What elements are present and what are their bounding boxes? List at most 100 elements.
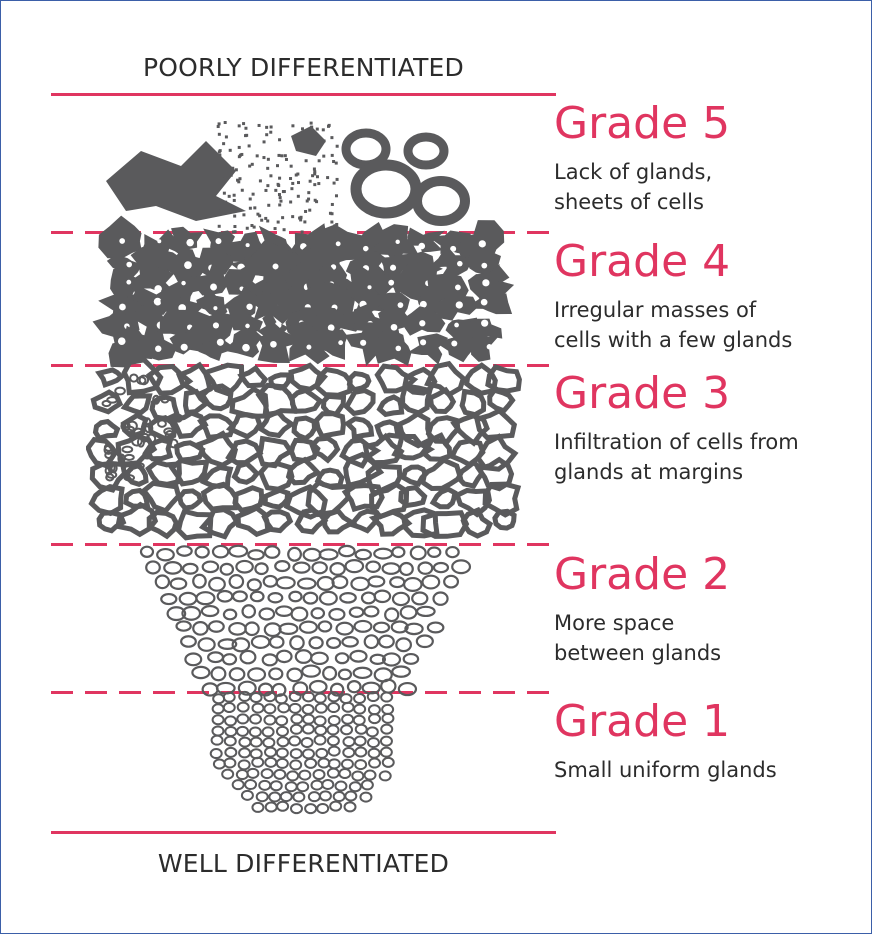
tissue-shape [277,577,295,588]
tissue-shape [252,758,263,767]
tissue-shape [290,760,301,769]
tissue-shape [213,322,219,328]
grade-2-block: Grade 2 More space between glands [554,550,872,668]
tissue-shape [246,227,249,230]
tissue-shape [263,727,274,736]
tissue-shape [314,199,317,202]
tissue-shape [185,653,201,665]
tissue-shape [305,804,316,813]
tissue-shape [393,593,409,605]
tissue-shape [217,683,235,694]
tissue-shape [345,792,356,801]
grade-3-title: Grade 3 [554,369,872,419]
tissue-shape [356,550,371,559]
tissue-shape [250,727,261,736]
tissue-shape [369,759,380,768]
tissue-shape [274,770,285,779]
tissue-shape [277,759,288,768]
tissue-shape [302,738,313,747]
tissue-shape [417,607,435,616]
tissue-shape [255,563,267,574]
tissue-shape [281,216,284,219]
tissue-shape [362,780,373,789]
tissue-shape [418,243,425,250]
tissue-shape [277,802,288,811]
tissue-shape [266,167,269,170]
tissue-shape [481,263,487,269]
tissue-shape [274,227,277,230]
tissue-shape [316,704,327,713]
tissue-shape [417,181,465,221]
tissue-shape [193,575,206,588]
tissue-shape [351,578,369,590]
tissue-shape [181,281,185,285]
tissue-shape [239,760,250,769]
grade-5-title: Grade 5 [554,99,872,149]
tissue-shape [315,694,326,703]
tissue-shape [337,623,353,635]
tissue-shape [316,749,327,758]
tissue-shape [284,154,287,157]
tissue-shape [329,747,340,756]
tissue-shape [253,226,256,229]
tissue-shape [235,168,238,171]
tissue-shape [379,636,394,648]
tissue-shape [291,182,294,185]
tissue-shape [223,654,236,664]
tissue-shape [224,165,227,168]
tissue-shape [246,304,252,310]
tissue-shape [304,593,318,604]
grade-4-description: Irregular masses of cells with a few gla… [554,295,872,355]
tissue-shape [233,194,236,197]
tissue-shape [343,737,354,746]
tissue-shape [264,716,275,725]
tissue-shape [242,213,245,216]
tissue-shape [224,758,235,767]
tissue-shape [292,391,320,412]
tissue-shape [266,184,269,187]
tissue-shape [462,392,484,415]
tissue-shape [239,748,250,757]
tissue-shape [444,576,458,588]
tissue-shape [451,340,457,346]
tissue-shape [310,637,323,648]
tissue-shape [213,694,224,703]
tissue-shape [381,693,392,702]
tissue-shape [212,667,226,680]
tissue-shape [288,548,301,561]
tissue-shape [155,345,161,351]
tissue-shape [318,159,321,162]
tissue-shape [296,173,299,176]
tissue-shape [375,591,391,602]
tissue-shape [217,125,220,128]
tissue-shape [237,727,248,736]
tissue-shape [278,203,281,206]
tissue-shape [161,594,176,604]
tissue-shape [222,142,225,145]
tissue-shape [224,703,235,712]
tissue-shape [303,749,314,758]
tissue-shape [404,578,421,591]
tissue-shape [355,621,372,632]
tissue-shape [412,593,427,605]
tissue-shape [276,164,279,167]
tissue-shape [99,216,141,257]
tissue-shape [349,374,368,390]
tissue-shape [339,546,354,556]
tissue-shape [454,323,459,328]
tissue-shape [400,563,413,575]
tissue-shape [392,666,410,676]
tissue-shape [245,324,250,329]
grade-3-description: Infiltration of cells from glands at mar… [554,427,872,487]
tissue-shape [317,804,328,813]
tissue-shape [213,704,224,713]
tissue-shape [209,621,224,631]
tissue-shape [193,622,207,634]
tissue-shape [146,561,160,573]
tissue-shape [125,396,150,413]
tissue-shape [356,725,367,734]
tissue-shape [396,346,402,352]
tissue-shape [181,344,188,351]
tissue-shape [273,263,279,269]
tissue-shape [233,780,244,789]
